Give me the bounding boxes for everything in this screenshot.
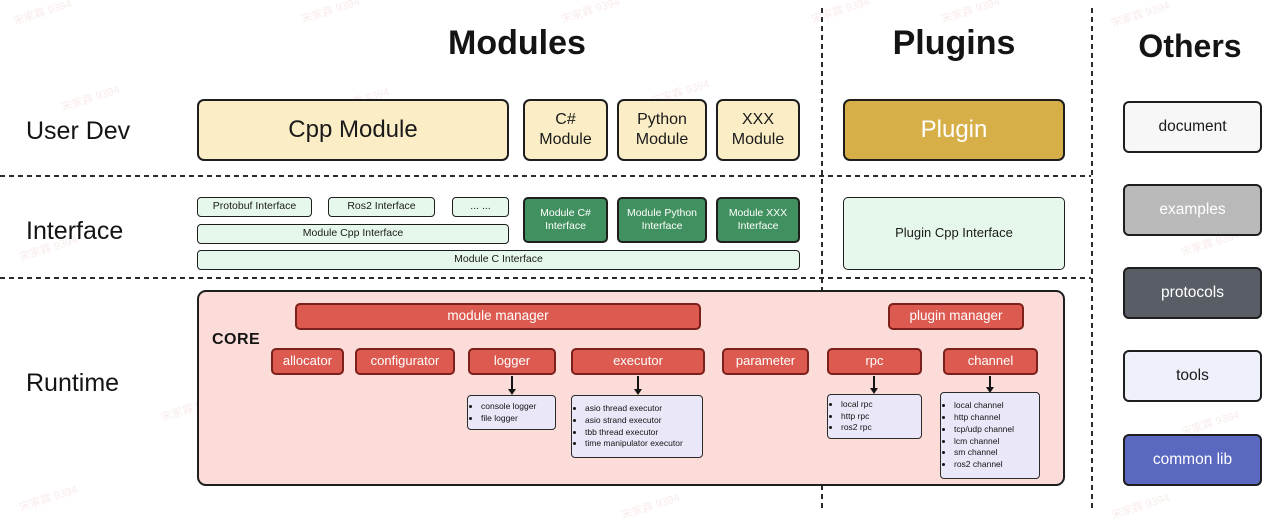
cpp-module-box: Cpp Module	[197, 99, 509, 161]
logger-arrowhead	[508, 389, 516, 395]
list-item: console logger	[481, 401, 536, 413]
executor-implementations: asio thread executor asio strand executo…	[571, 395, 703, 458]
channel-implementations: local channel http channel tcp/udp chann…	[940, 392, 1040, 479]
channel-arrow	[989, 376, 991, 387]
list-item: sm channel	[954, 447, 1014, 459]
component-parameter: parameter	[722, 348, 809, 375]
watermark: 宋家霖 9394	[17, 483, 80, 515]
list-item: lcm channel	[954, 436, 1014, 448]
plugin-cpp-interface-box: Plugin Cpp Interface	[843, 197, 1065, 270]
rpc-implementations: local rpc http rpc ros2 rpc	[827, 394, 922, 439]
row-label-runtime: Runtime	[26, 369, 120, 397]
component-rpc: rpc	[827, 348, 922, 375]
xxx-module-box: XXX Module	[716, 99, 800, 161]
executor-arrow	[637, 376, 639, 389]
watermark: 宋家霖 9394	[809, 0, 872, 27]
ellipsis-interface-box: ... ...	[452, 197, 509, 217]
list-item: time manipulator executor	[585, 438, 683, 450]
logger-implementations: console logger file logger	[467, 395, 556, 430]
module-manager-box: module manager	[295, 303, 701, 330]
executor-arrowhead	[634, 389, 642, 395]
rpc-impl-list: local rpc http rpc ros2 rpc	[828, 397, 875, 436]
row-label-user-dev: User Dev	[26, 117, 131, 145]
watermark: 宋家霖 9394	[939, 0, 1002, 27]
modules-plugins-divider	[821, 8, 823, 510]
ros2-interface-box: Ros2 Interface	[328, 197, 435, 217]
watermark: 宋家霖 9394	[1109, 491, 1172, 523]
row-label-interface: Interface	[26, 217, 124, 245]
others-item-tools: tools	[1123, 350, 1262, 402]
module-cpp-interface-box: Module Cpp Interface	[197, 224, 509, 244]
watermark: 宋家霖 9394	[559, 0, 622, 27]
module-xxx-interface-box: Module XXX Interface	[716, 197, 800, 243]
list-item: file logger	[481, 413, 536, 425]
list-item: ros2 rpc	[841, 422, 873, 434]
others-item-examples: examples	[1123, 184, 1262, 236]
list-item: http rpc	[841, 411, 873, 423]
list-item: http channel	[954, 412, 1014, 424]
plugins-others-divider	[1091, 8, 1093, 510]
list-item: local channel	[954, 400, 1014, 412]
logger-impl-list: console logger file logger	[468, 399, 538, 426]
column-header-modules: Modules	[448, 24, 586, 62]
csharp-module-box: C# Module	[523, 99, 608, 161]
column-header-plugins: Plugins	[892, 24, 1016, 62]
interface-runtime-divider	[0, 277, 1091, 279]
list-item: ros2 channel	[954, 459, 1014, 471]
component-configurator: configurator	[355, 348, 455, 375]
userdev-interface-divider	[0, 175, 1091, 177]
component-allocator: allocator	[271, 348, 344, 375]
channel-impl-list: local channel http channel tcp/udp chann…	[941, 398, 1016, 472]
watermark: 宋家霖 9394	[59, 83, 122, 115]
component-executor: executor	[571, 348, 705, 375]
others-item-common-lib: common lib	[1123, 434, 1262, 486]
plugin-box: Plugin	[843, 99, 1065, 161]
others-item-document: document	[1123, 101, 1262, 153]
rpc-arrow	[873, 376, 875, 388]
list-item: asio strand executor	[585, 415, 683, 427]
list-item: tbb thread executor	[585, 427, 683, 439]
watermark: 宋家霖 9394	[1109, 0, 1172, 31]
list-item: asio thread executor	[585, 403, 683, 415]
list-item: tcp/udp channel	[954, 424, 1014, 436]
core-label: CORE	[212, 331, 261, 348]
rpc-arrowhead	[870, 388, 878, 394]
list-item: local rpc	[841, 399, 873, 411]
watermark: 宋家霖 9394	[299, 0, 362, 27]
channel-arrowhead	[986, 387, 994, 393]
module-python-interface-box: Module Python Interface	[617, 197, 707, 243]
component-channel: channel	[943, 348, 1038, 375]
module-csharp-interface-box: Module C# Interface	[523, 197, 608, 243]
executor-impl-list: asio thread executor asio strand executo…	[572, 401, 685, 452]
column-header-others: Others	[1138, 28, 1242, 64]
watermark: 宋家霖 9394	[11, 0, 74, 29]
others-item-protocols: protocols	[1123, 267, 1262, 319]
watermark: 宋家霖 9394	[619, 491, 682, 523]
module-c-interface-box: Module C Interface	[197, 250, 800, 270]
logger-arrow	[511, 376, 513, 389]
plugin-manager-box: plugin manager	[888, 303, 1024, 330]
python-module-box: Python Module	[617, 99, 707, 161]
component-logger: logger	[468, 348, 556, 375]
protobuf-interface-box: Protobuf Interface	[197, 197, 312, 217]
